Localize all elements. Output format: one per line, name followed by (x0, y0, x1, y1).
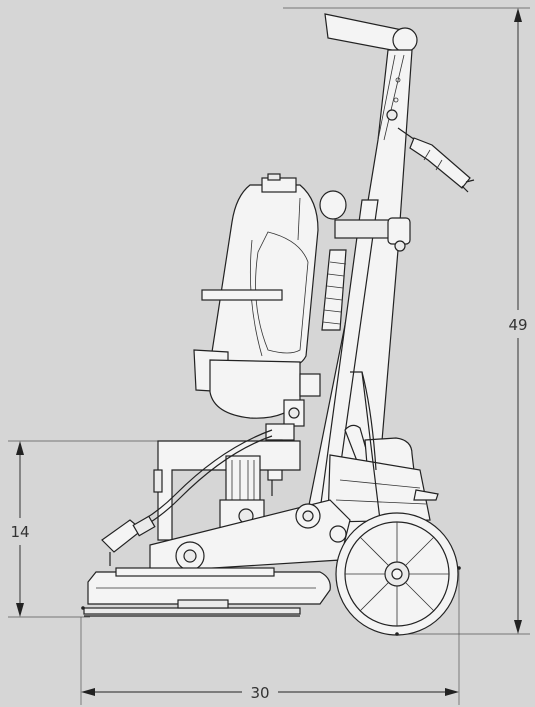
cleaning-deck (81, 567, 331, 617)
power-plug (397, 127, 475, 193)
gearbox-frame (153, 440, 301, 541)
dimension-width-overall-label: 30 (250, 684, 269, 702)
dimension-width-overall: 30 (80, 568, 460, 705)
valve-cluster (319, 190, 411, 252)
dimension-height-overall: 49 (283, 7, 530, 635)
base-chassis (149, 499, 351, 573)
machine-body (81, 13, 475, 636)
dimension-height-base: 14 (8, 440, 160, 618)
dimension-height-base-label: 14 (10, 523, 29, 541)
water-tank (201, 173, 319, 369)
front-fitting (101, 515, 156, 566)
handle-knob (392, 27, 418, 53)
dimension-height-overall-label: 49 (508, 316, 527, 334)
rear-wheel (335, 512, 461, 636)
spring-coil (321, 249, 347, 331)
rear-housing (327, 371, 439, 523)
